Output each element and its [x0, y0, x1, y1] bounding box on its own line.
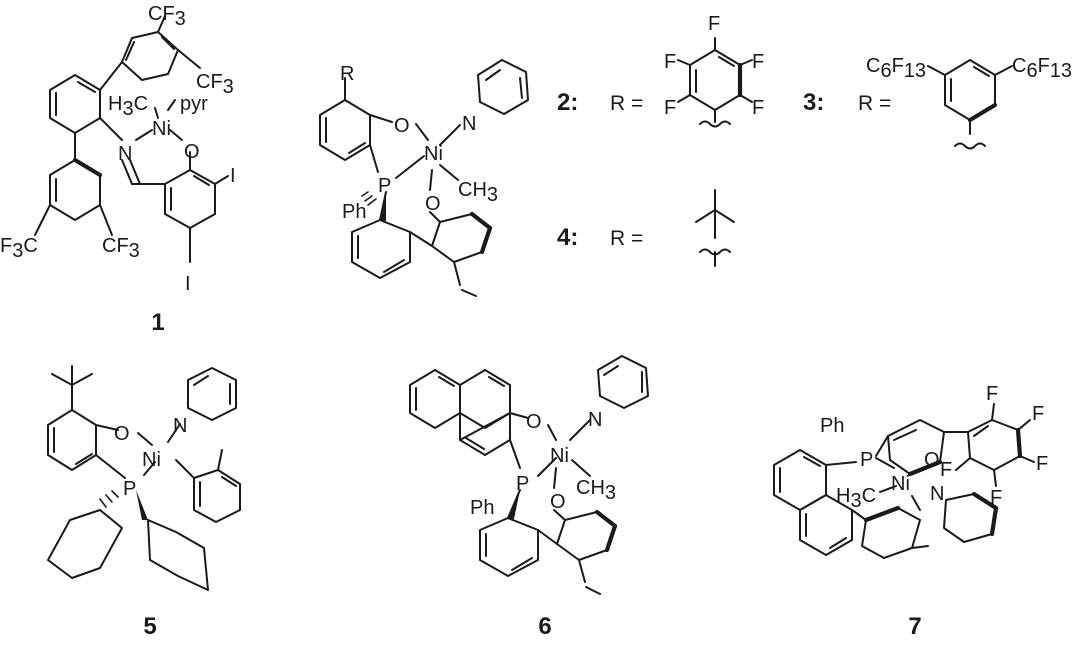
- fluorine-atom: F: [752, 97, 764, 119]
- r-equals-label: R =: [610, 92, 643, 115]
- iodine-atom: I: [185, 273, 191, 295]
- methyl-label: H3C: [836, 485, 876, 512]
- nickel-atom: Ni: [891, 473, 910, 495]
- perfluorohexyl-label: C6F13: [1012, 55, 1072, 82]
- compound-1-structure: [34, 15, 229, 263]
- nickel-atom: Ni: [152, 118, 171, 140]
- phosphorus-atom: P: [516, 473, 529, 495]
- compound-label-2: 2:: [557, 89, 578, 116]
- compound-6-structure: [409, 355, 649, 595]
- phenyl-label: Ph: [820, 415, 844, 437]
- bis-perfluorohexyl-phenyl-group: [927, 59, 1013, 150]
- nickel-atom: Ni: [550, 445, 569, 467]
- r-equals-label: R =: [858, 92, 891, 115]
- fluorine-atom: F: [986, 383, 998, 405]
- compound-label-4: 4:: [557, 224, 578, 251]
- fluorine-atom: F: [664, 51, 676, 73]
- compound-7-structure: [773, 403, 1035, 559]
- fluorine-atom: F: [940, 459, 952, 481]
- fluorine-atom: F: [664, 97, 676, 119]
- nitrogen-atom: N: [930, 483, 944, 505]
- nitrogen-atom: N: [118, 143, 132, 165]
- compound-5-structure: [47, 365, 241, 591]
- phosphorus-atom: P: [123, 478, 136, 500]
- cf3-label: CF3: [102, 235, 140, 262]
- fluorine-atom: F: [1032, 403, 1044, 425]
- r-equals-label: R =: [610, 227, 643, 250]
- fluorine-atom: F: [708, 13, 720, 35]
- oxygen-atom: O: [394, 115, 410, 137]
- nickel-atom: Ni: [142, 449, 161, 471]
- nickel-atom: Ni: [424, 143, 443, 165]
- phosphorus-atom: P: [860, 449, 873, 471]
- oxygen-atom: O: [114, 423, 130, 445]
- pyridine-label: pyr: [180, 93, 208, 115]
- compound-label-3: 3:: [803, 89, 824, 116]
- fluorine-atom: F: [752, 51, 764, 73]
- methyl-label: CH3: [576, 477, 616, 504]
- phenyl-label: Ph: [342, 201, 366, 223]
- phosphine-phenolate-nickel-core: [319, 59, 529, 297]
- oxygen-atom: O: [425, 193, 441, 215]
- cf3-label: CF3: [148, 3, 186, 30]
- phosphorus-atom: P: [378, 175, 391, 197]
- methyl-label: H3C: [108, 93, 148, 120]
- fluorine-atom: F: [1036, 453, 1048, 475]
- oxygen-atom: O: [526, 411, 542, 433]
- oxygen-atom: O: [924, 449, 940, 471]
- compound-label-7: 7: [908, 613, 921, 640]
- nitrogen-atom: N: [462, 113, 476, 135]
- nitrogen-atom: N: [588, 409, 602, 431]
- iodine-atom: I: [230, 165, 236, 187]
- compound-label-5: 5: [143, 613, 156, 640]
- pentafluorophenyl-group: [677, 37, 753, 128]
- tert-butyl-group: [695, 189, 735, 267]
- oxygen-atom: O: [550, 491, 566, 513]
- methyl-label: CH3: [458, 179, 498, 206]
- compound-label-6: 6: [538, 613, 551, 640]
- cf3-label: CF3: [196, 71, 234, 98]
- oxygen-atom: O: [184, 141, 200, 163]
- compound-label-1: 1: [151, 309, 164, 336]
- fluorine-atom: F: [990, 487, 1002, 509]
- r-group-label: R: [340, 63, 354, 85]
- nitrogen-atom: N: [173, 415, 187, 437]
- cf3-label: F3C: [0, 235, 38, 262]
- phenyl-label: Ph: [470, 497, 494, 519]
- perfluorohexyl-label: C6F13: [866, 55, 926, 82]
